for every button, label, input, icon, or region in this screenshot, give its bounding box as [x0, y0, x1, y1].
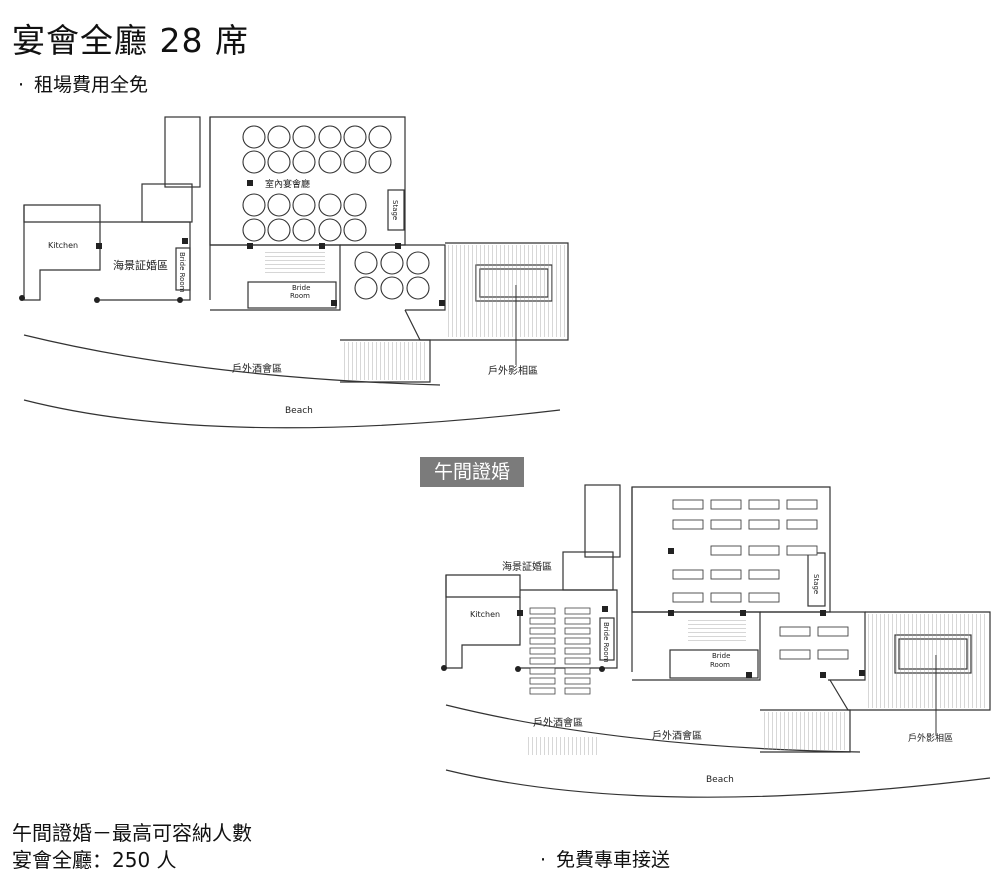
bottom-bride-room-label-2: Room [710, 661, 730, 669]
bottom-theatre-tables [672, 499, 849, 660]
bottom-outdoor-bar-left-label: 戶外酒會區 [533, 716, 583, 729]
bottom-deck-hatch [868, 614, 988, 708]
capacity-caption-title: 午間證婚－最高可容納人數 [12, 821, 252, 845]
top-columns [19, 180, 445, 306]
bottom-deck-hatch-2 [762, 712, 848, 750]
bottom-kitchen-label: Kitchen [470, 610, 500, 619]
bottom-seaview-label: 海景証婚區 [502, 560, 552, 573]
bottom-bride-room-v-label: Bride Room [602, 622, 610, 663]
bullet-rent-free-text: 租場費用全免 [34, 74, 149, 96]
bottom-bride-room-label: Bride [712, 652, 730, 660]
bullet-rent-free: · 租場費用全免 [18, 70, 148, 97]
bottom-deck-hatch-3 [528, 737, 598, 755]
bottom-columns [441, 548, 865, 678]
bullet-shuttle: · 免費專車接送 [540, 845, 670, 872]
bottom-outdoor-bar-right-label: 戶外酒會區 [652, 729, 702, 742]
top-beach-label: Beach [285, 406, 313, 416]
bullet-dot: · [18, 74, 25, 96]
top-bride-room-v-label: Bride Room [178, 252, 186, 293]
bullet-shuttle-text: 免費專車接送 [556, 849, 671, 871]
top-banquet-hall-label: 室內宴會廳 [265, 178, 310, 190]
top-deck-hatch-2 [342, 342, 428, 380]
top-bride-room-label: Bride [292, 284, 310, 292]
bottom-beach-label: Beach [706, 775, 734, 785]
top-outdoor-bar-label: 戶外酒會區 [232, 362, 282, 375]
bullet-dot: · [540, 849, 547, 871]
bottom-stair-hatch [688, 618, 746, 643]
page-title: 宴會全廳 28 席 [12, 21, 249, 60]
top-banquet-tables [242, 125, 430, 300]
lunch-wedding-badge: 午間證婚 [420, 457, 524, 487]
top-deck-hatch [448, 245, 566, 337]
bottom-stage-label: Stage [812, 574, 820, 594]
capacity-caption-value: 宴會全廳：250 人 [12, 848, 177, 872]
top-stair-hatch [265, 250, 325, 275]
top-bride-room-label-2: Room [290, 292, 310, 300]
top-stage-label: Stage [391, 200, 399, 220]
bottom-outdoor-photo-label: 戶外影相區 [908, 732, 953, 744]
bottom-ceremony-seats [529, 607, 591, 695]
top-outdoor-photo-label: 戶外影相區 [488, 364, 538, 377]
bottom-plan-building [445, 484, 991, 798]
top-seaview-label: 海景証婚區 [113, 258, 168, 272]
top-kitchen-label: Kitchen [48, 241, 78, 250]
